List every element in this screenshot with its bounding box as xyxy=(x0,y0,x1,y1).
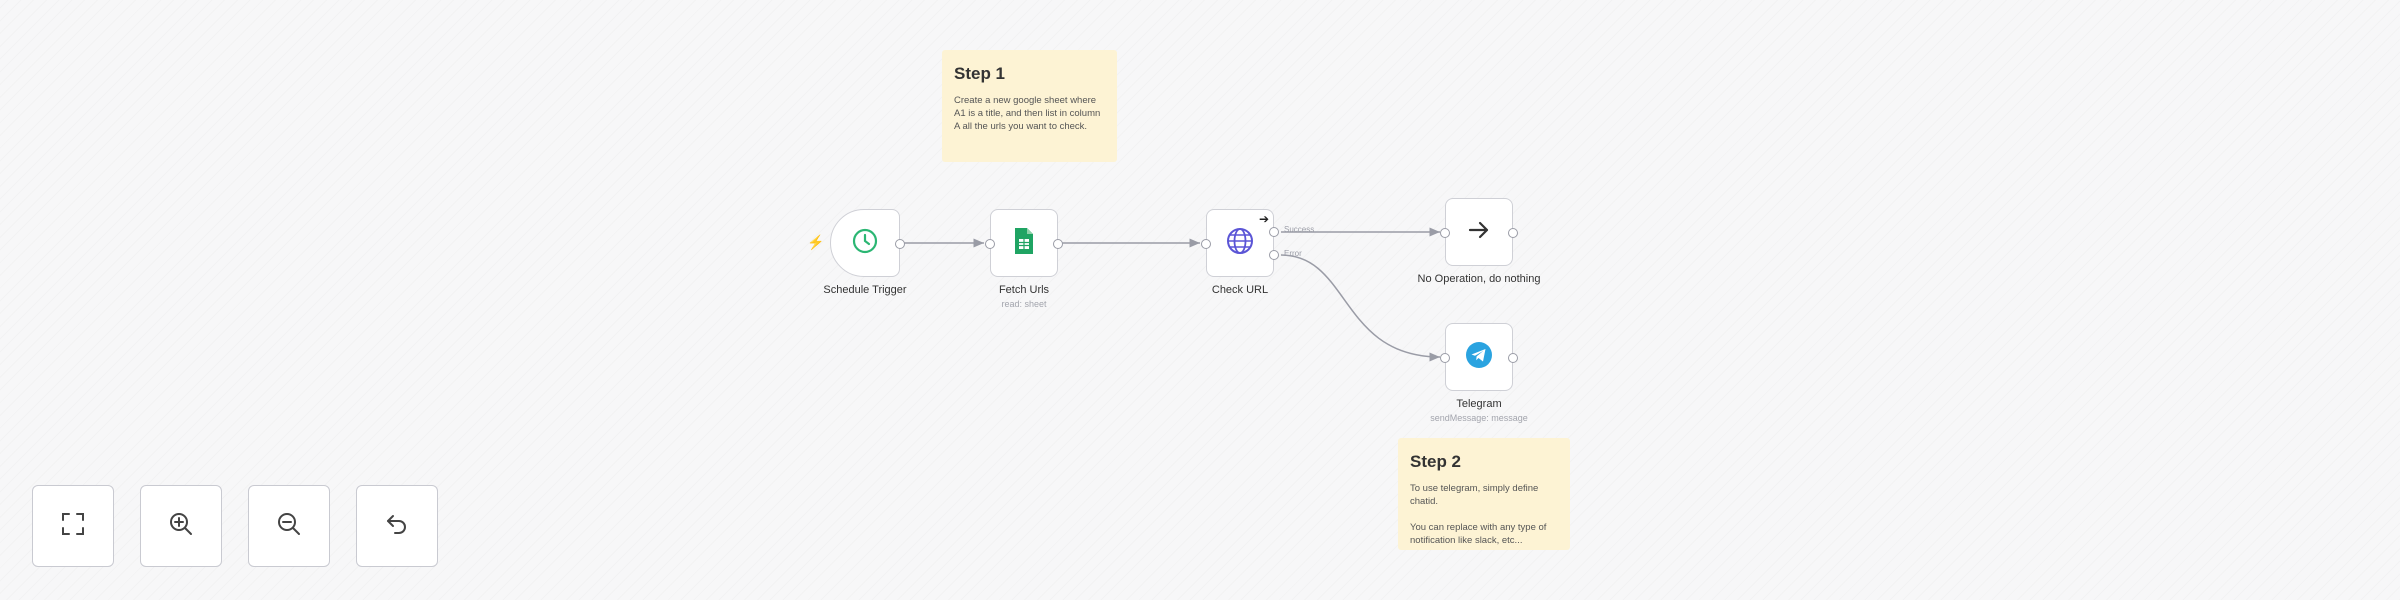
output-port[interactable] xyxy=(1508,228,1518,238)
sticky-text: Create a new google sheet where A1 is a … xyxy=(954,95,1101,132)
node-label: Fetch Urls xyxy=(998,284,1050,296)
telegram-icon xyxy=(1464,340,1494,375)
reset-zoom-button[interactable] xyxy=(356,485,438,567)
output-port[interactable] xyxy=(1053,239,1063,249)
globe-icon xyxy=(1225,226,1255,261)
clock-icon xyxy=(851,227,879,260)
output-port[interactable] xyxy=(895,239,905,249)
node-subtitle: read: sheet xyxy=(1001,299,1047,309)
arrow-right-icon xyxy=(1466,217,1492,248)
node-label: Check URL xyxy=(1211,284,1269,296)
input-port[interactable] xyxy=(1440,353,1450,363)
output-port-error[interactable] xyxy=(1269,250,1279,260)
edge-check-to-telegram xyxy=(1280,254,1441,362)
edge-label-error: Error xyxy=(1284,249,1302,258)
sticky-title: Step 1 xyxy=(954,64,1006,83)
input-port[interactable] xyxy=(1440,228,1450,238)
sticky-title: Step 2 xyxy=(1410,452,1462,471)
sticky-note-step-2[interactable]: Step 2 To use telegram, simply define ch… xyxy=(1398,438,1570,550)
input-port[interactable] xyxy=(985,239,995,249)
trigger-marker-icon: ⚡ xyxy=(807,234,825,250)
zoom-out-icon xyxy=(275,510,303,543)
node-schedule-trigger[interactable] xyxy=(830,209,905,277)
node-check-url[interactable]: ➔ xyxy=(1201,209,1279,277)
node-fetch-urls[interactable] xyxy=(985,209,1063,277)
sticky-note-step-1[interactable]: Step 1 Create a new google sheet where A… xyxy=(942,50,1117,162)
zoom-in-button[interactable] xyxy=(140,485,222,567)
node-telegram[interactable] xyxy=(1440,323,1518,391)
node-label: Schedule Trigger xyxy=(823,284,907,296)
edge-label-success: Success xyxy=(1284,225,1315,234)
execute-arrow-icon[interactable]: ➔ xyxy=(1258,212,1269,226)
node-label: Telegram xyxy=(1456,398,1502,410)
node-no-operation[interactable] xyxy=(1440,198,1518,266)
fit-view-button[interactable] xyxy=(32,485,114,567)
node-label: No Operation, do nothing xyxy=(1417,273,1541,285)
google-sheets-icon xyxy=(1013,227,1035,260)
output-port-success[interactable] xyxy=(1269,227,1279,237)
sticky-text: To use telegram, simply define chatid. Y… xyxy=(1410,483,1547,546)
output-port[interactable] xyxy=(1508,353,1518,363)
zoom-out-button[interactable] xyxy=(248,485,330,567)
undo-icon xyxy=(383,510,411,543)
zoom-in-icon xyxy=(167,510,195,543)
node-subtitle: sendMessage: message xyxy=(1430,413,1528,423)
input-port[interactable] xyxy=(1201,239,1211,249)
fullscreen-icon xyxy=(59,510,87,543)
